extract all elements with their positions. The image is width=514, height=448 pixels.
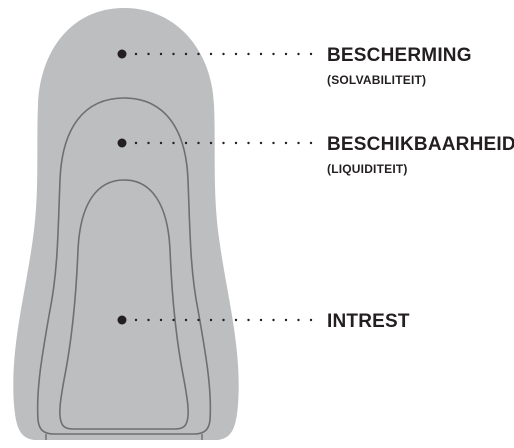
leader-outer-dot <box>118 50 127 59</box>
label-inner-title: INTREST <box>327 311 410 332</box>
label-middle-subtitle: (LIQUIDITEIT) <box>327 162 408 176</box>
label-outer-subtitle: (SOLVABILITEIT) <box>327 73 426 87</box>
label-outer-title: BESCHERMING <box>327 45 472 66</box>
leader-middle-dot <box>118 139 127 148</box>
leader-inner-dot <box>118 316 127 325</box>
outer-doll-shape <box>13 8 238 440</box>
label-middle-title: BESCHIKBAARHEID <box>327 134 514 155</box>
